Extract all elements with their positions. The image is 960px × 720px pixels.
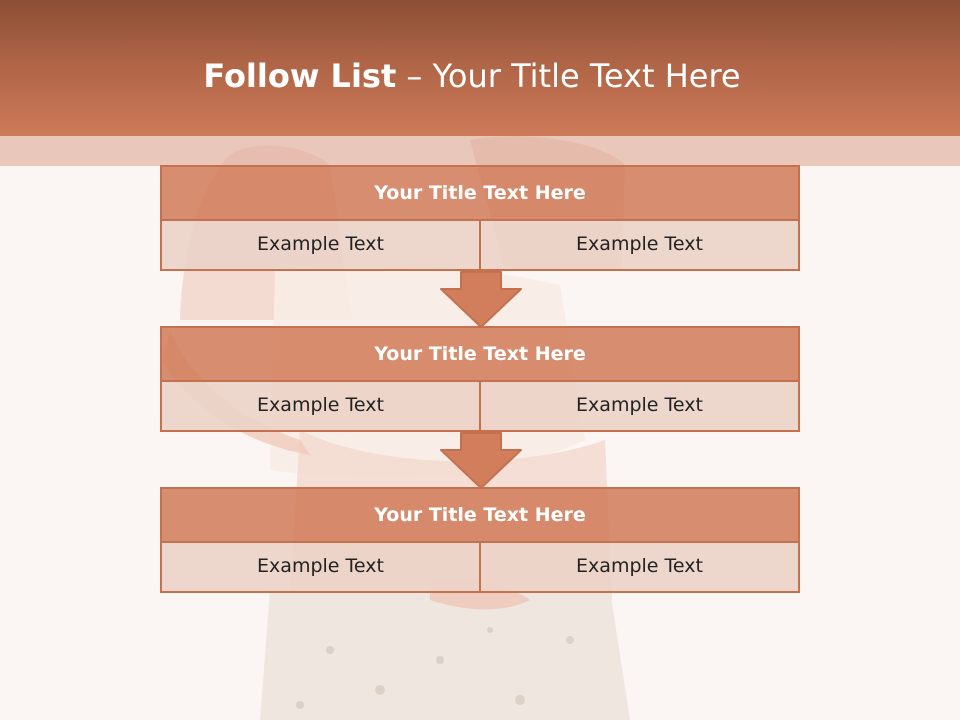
block-title: Your Title Text Here	[160, 326, 800, 382]
title-rest: Your Title Text Here	[432, 57, 741, 95]
list-block-2: Your Title Text Here Example Text Exampl…	[160, 326, 800, 432]
block-title: Your Title Text Here	[160, 165, 800, 221]
block-cell-right: Example Text	[481, 382, 800, 432]
header-band	[0, 136, 960, 166]
title-bold: Follow List	[203, 57, 397, 95]
block-cell-left: Example Text	[160, 221, 481, 271]
block-cell-left: Example Text	[160, 543, 481, 593]
block-cell-left: Example Text	[160, 382, 481, 432]
block-cells: Example Text Example Text	[160, 382, 800, 432]
list-block-1: Your Title Text Here Example Text Exampl…	[160, 165, 800, 271]
block-cells: Example Text Example Text	[160, 543, 800, 593]
header-bar	[0, 0, 960, 136]
down-arrow-icon	[440, 271, 522, 328]
down-arrow-icon	[440, 432, 522, 489]
list-block-3: Your Title Text Here Example Text Exampl…	[160, 487, 800, 593]
block-cell-right: Example Text	[481, 543, 800, 593]
block-title: Your Title Text Here	[160, 487, 800, 543]
block-cells: Example Text Example Text	[160, 221, 800, 271]
slide-title: Follow List – Your Title Text Here	[0, 52, 944, 100]
title-separator: –	[396, 57, 433, 95]
block-cell-right: Example Text	[481, 221, 800, 271]
